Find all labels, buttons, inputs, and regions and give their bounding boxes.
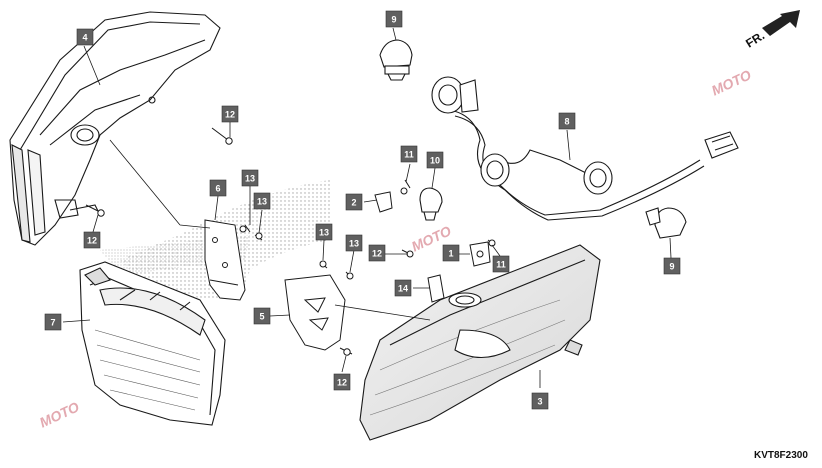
rear-cowl-housing — [9, 11, 221, 246]
callout-c13a: 13 — [241, 169, 259, 187]
callout-c9a: 9 — [385, 10, 403, 28]
callout-c11a: 11 — [400, 145, 418, 163]
clip-1 — [469, 241, 491, 267]
callout-box — [333, 373, 351, 391]
callout-number: 10 — [430, 156, 440, 166]
callout-box — [76, 28, 94, 46]
bulb-right — [645, 207, 687, 239]
front-direction-label: FR. — [743, 28, 767, 50]
callout-number: 13 — [319, 228, 329, 238]
callout-c10: 10 — [426, 151, 444, 169]
callout-c9b: 9 — [663, 257, 681, 275]
callout-c13b: 13 — [253, 192, 271, 210]
callout-box — [558, 112, 576, 130]
callout-box — [442, 244, 460, 262]
callout-box — [241, 169, 259, 187]
bulb-socket-upper — [431, 76, 479, 114]
right-tail-lens — [359, 244, 601, 441]
callout-box — [209, 179, 227, 197]
callout-c4: 4 — [76, 28, 94, 46]
leader-lines — [62, 27, 672, 388]
callout-number: 12 — [337, 378, 347, 388]
callout-number: 1 — [448, 249, 453, 259]
callout-c12a: 12 — [221, 105, 239, 123]
callout-number: 9 — [669, 262, 674, 272]
callout-box — [385, 10, 403, 28]
callout-box — [400, 145, 418, 163]
callout-box — [315, 223, 333, 241]
callout-c5: 5 — [253, 307, 271, 325]
callout-c8: 8 — [558, 112, 576, 130]
callout-c12b: 12 — [83, 231, 101, 249]
callout-number: 6 — [215, 184, 220, 194]
callout-number: 12 — [372, 249, 382, 259]
callout-number: 2 — [351, 198, 356, 208]
callout-number: 13 — [257, 197, 267, 207]
callout-box — [83, 231, 101, 249]
callout-box — [426, 151, 444, 169]
bracket-6 — [204, 219, 246, 301]
callout-c14: 14 — [394, 279, 412, 297]
callout-number: 12 — [225, 110, 235, 120]
callout-box — [531, 392, 549, 410]
callout-number: 7 — [50, 318, 55, 328]
callout-box — [253, 307, 271, 325]
callout-box — [253, 192, 271, 210]
watermark-left: MOTO — [37, 398, 82, 430]
callout-number: 8 — [564, 117, 569, 127]
callout-box — [368, 244, 386, 262]
clamp-14 — [427, 274, 445, 303]
callout-box — [492, 255, 510, 273]
callout-box — [221, 105, 239, 123]
callout-c12d: 12 — [333, 373, 351, 391]
callout-number: 13 — [245, 174, 255, 184]
callout-number: 3 — [537, 397, 542, 407]
callout-c6: 6 — [209, 179, 227, 197]
left-tail-lens — [79, 261, 226, 426]
bracket-5 — [284, 274, 346, 351]
callout-box — [345, 234, 363, 252]
callout-number: 14 — [398, 284, 408, 294]
screws — [85, 127, 496, 356]
callout-c12c: 12 — [368, 244, 386, 262]
callout-number: 4 — [82, 33, 87, 43]
callout-number: 5 — [259, 312, 264, 322]
callout-box — [345, 193, 363, 211]
callout-c2: 2 — [345, 193, 363, 211]
bulb-upper — [379, 39, 413, 81]
callout-c7: 7 — [44, 313, 62, 331]
callout-number: 11 — [496, 260, 506, 270]
callout-c13c: 13 — [315, 223, 333, 241]
wire-harness — [449, 109, 739, 221]
callout-box — [44, 313, 62, 331]
callout-c11b: 11 — [492, 255, 510, 273]
callout-number: 13 — [349, 239, 359, 249]
bulb-wedge — [419, 187, 443, 221]
callout-number: 11 — [404, 150, 414, 160]
callout-c13d: 13 — [345, 234, 363, 252]
front-direction-indicator: FR. — [743, 10, 800, 51]
clip-2 — [374, 191, 393, 213]
callout-box — [394, 279, 412, 297]
callout-number: 12 — [87, 236, 97, 246]
diagram-code: KVT8F2300 — [754, 450, 808, 461]
callout-number: 9 — [391, 15, 396, 25]
callout-c3: 3 — [531, 392, 549, 410]
callout-box — [663, 257, 681, 275]
watermark-top: MOTO — [709, 66, 754, 98]
callout-c1: 1 — [442, 244, 460, 262]
